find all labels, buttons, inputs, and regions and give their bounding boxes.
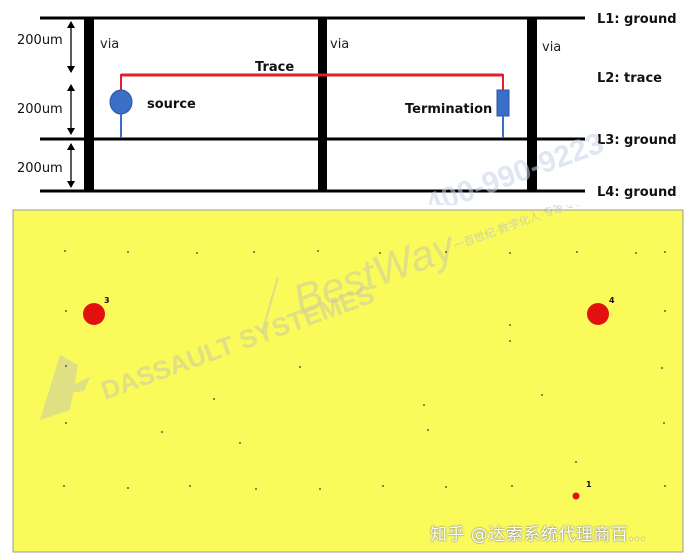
- via-right: [527, 17, 537, 191]
- layer-label-l2: L2: trace: [597, 71, 662, 86]
- board-surface: [12, 209, 684, 553]
- via-center: [318, 17, 327, 191]
- zhihu-credit-watermark: 知乎 @达索系统代理商百...: [430, 525, 647, 545]
- layer-label-l1: L1: ground: [597, 12, 677, 27]
- via-label-right: via: [542, 40, 561, 55]
- ds-logo-icon: [40, 355, 90, 420]
- watermark-divider: [261, 276, 279, 334]
- layer-label-l4: L4: ground: [597, 185, 677, 200]
- spacing-label-1: 200um: [17, 33, 63, 48]
- dimension-arrows: [67, 21, 75, 188]
- via-3: [83, 303, 105, 325]
- via-4-label: 4: [609, 296, 615, 305]
- via-1: [572, 492, 580, 500]
- pcb-top-view: 一百世纪·数字化人·专家专家一 BestWay DASSAULT SYSTEME…: [12, 205, 684, 553]
- termination-label: Termination: [405, 102, 492, 117]
- via-label-center: via: [330, 37, 349, 52]
- spacing-label-2: 200um: [17, 102, 63, 117]
- via-1-label: 1: [586, 480, 592, 489]
- termination-resistor: [496, 89, 510, 117]
- via-left: [84, 17, 94, 191]
- source-symbol: [109, 89, 133, 115]
- layer-label-l3: L3: ground: [597, 133, 677, 148]
- via-4: [587, 303, 609, 325]
- via-3-label: 3: [104, 296, 110, 305]
- test-points: [63, 250, 666, 490]
- via-label-left: via: [100, 37, 119, 52]
- stackup-diagram: via via via 200um 200um 200um Trace sour…: [17, 12, 677, 205]
- trace-label: Trace: [255, 60, 294, 75]
- source-label: source: [147, 97, 196, 112]
- spacing-label-3: 200um: [17, 161, 63, 176]
